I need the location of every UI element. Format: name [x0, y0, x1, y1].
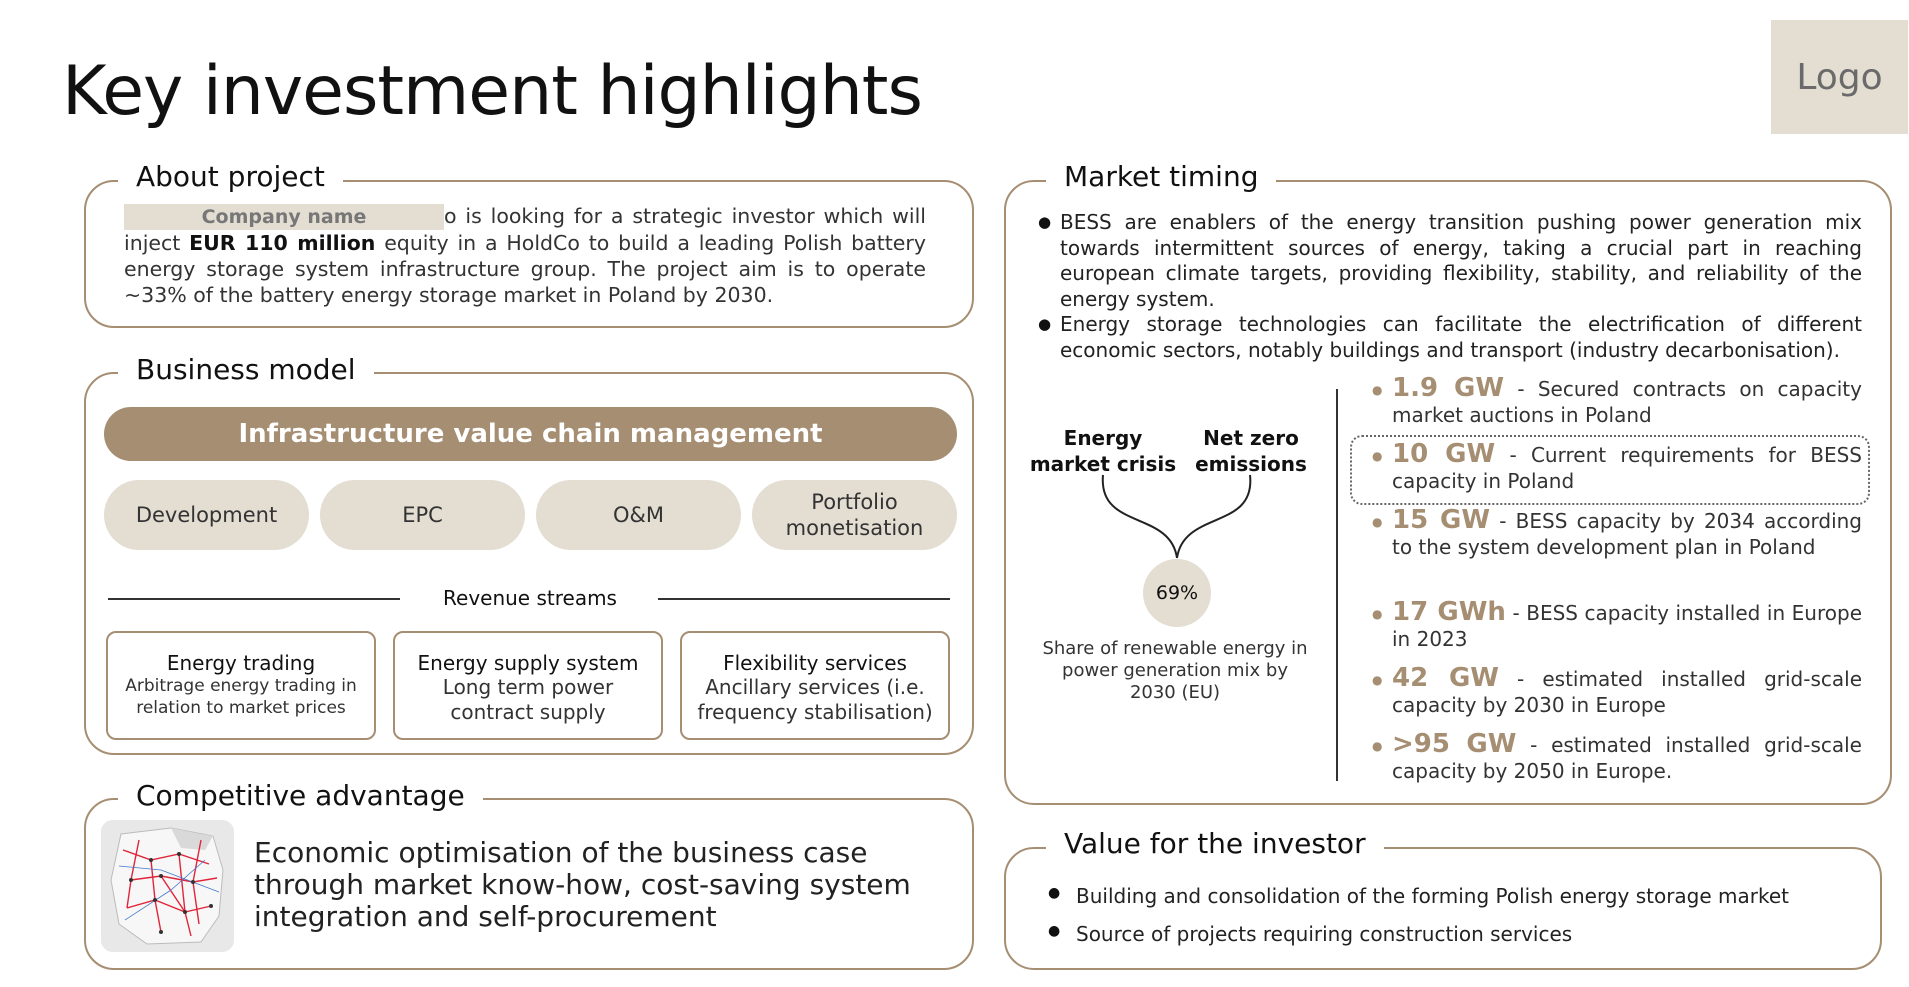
- stream-desc: Ancillary services (i.e. frequency stabi…: [697, 675, 933, 724]
- stat-text: - BESS capacity by 2034 according to the…: [1392, 509, 1863, 559]
- stat-text: - estimated installed grid-scale capacit…: [1392, 667, 1862, 717]
- revenue-divider-left: [108, 598, 400, 600]
- logo-placeholder: Logo: [1771, 20, 1908, 134]
- value-title: Value for the investor: [1046, 827, 1384, 861]
- pill-om: O&M: [536, 480, 741, 550]
- market-bullets: BESS are enablers of the energy transiti…: [1038, 210, 1862, 363]
- page-title: Key investment highlights: [62, 52, 923, 131]
- stat-item: 1.9 GW - Secured contracts on capacity m…: [1372, 375, 1862, 428]
- about-investment-amount: EUR 110 million: [189, 231, 376, 255]
- about-text-pre: o is looking for a strategic investor wh…: [124, 204, 926, 255]
- stat-item: >95 GW - estimated installed grid-scale …: [1372, 731, 1862, 784]
- value-chain-bar: Infrastructure value chain management: [104, 407, 957, 461]
- pill-development: Development: [104, 480, 309, 550]
- stream-title: Energy trading: [166, 651, 316, 675]
- stream-energy-supply: Energy supply system Long term power con…: [393, 631, 663, 740]
- map-icon: [101, 820, 234, 952]
- market-panel: [1004, 180, 1892, 805]
- net-zero-label: Net zero emissions: [1195, 426, 1307, 476]
- stat-value: 15 GW: [1392, 505, 1491, 535]
- stat-value: 1.9 GW: [1392, 373, 1505, 403]
- stat-text: - Current requirements for BESS capacity…: [1392, 443, 1862, 493]
- market-bullet: BESS are enablers of the energy transiti…: [1038, 210, 1862, 312]
- revenue-streams-label: Revenue streams: [443, 586, 617, 610]
- stream-desc: Long term power contract supply: [442, 675, 614, 724]
- competitive-panel: [84, 798, 974, 970]
- about-text-post: equity in a HoldCo to build a leading Po…: [124, 231, 926, 307]
- stream-title: Flexibility services: [723, 651, 907, 675]
- business-title: Business model: [118, 353, 374, 387]
- company-name-placeholder: Company name: [124, 204, 444, 230]
- renewable-share-circle: 69%: [1143, 559, 1211, 627]
- stream-desc: Arbitrage energy trading in relation to …: [125, 676, 357, 718]
- stat-text: - estimated installed grid-scale capacit…: [1392, 733, 1862, 783]
- business-panel: [84, 372, 974, 755]
- competitive-title: Competitive advantage: [118, 779, 483, 813]
- pill-portfolio-monetisation: Portfolio monetisation: [752, 480, 957, 550]
- market-title: Market timing: [1046, 160, 1277, 194]
- stream-energy-trading: Energy trading Arbitrage energy trading …: [106, 631, 376, 740]
- energy-crisis-label: Energy market crisis: [1029, 426, 1177, 476]
- value-item: Building and consolidation of the formin…: [1048, 884, 1789, 908]
- poland-grid-map: [101, 820, 234, 952]
- pill-epc: EPC: [320, 480, 525, 550]
- highlighted-stat-frame: [1350, 435, 1870, 505]
- stat-value: 42 GW: [1392, 663, 1499, 693]
- converging-lines: [1101, 474, 1252, 559]
- about-title: About project: [118, 160, 343, 194]
- stream-flexibility: Flexibility services Ancillary services …: [680, 631, 950, 740]
- stream-title: Energy supply system: [417, 651, 639, 675]
- market-bullet: Energy storage technologies can facilita…: [1038, 312, 1862, 363]
- stat-value: >95 GW: [1392, 729, 1517, 759]
- stat-value: 17 GWh: [1392, 597, 1506, 627]
- stat-value: 10 GW: [1392, 439, 1496, 469]
- stat-item: 15 GW - BESS capacity by 2034 according …: [1372, 507, 1862, 560]
- stat-text: - Secured contracts on capacity market a…: [1392, 377, 1862, 427]
- revenue-divider-right: [658, 598, 950, 600]
- stats-divider: [1336, 389, 1338, 781]
- value-panel: [1004, 847, 1882, 970]
- about-panel: [84, 180, 974, 328]
- renewable-share-text: Share of renewable energy in power gener…: [1042, 638, 1308, 703]
- stat-item: 42 GW - estimated installed grid-scale c…: [1372, 665, 1862, 718]
- competitive-text: Economic optimisation of the business ca…: [254, 836, 911, 933]
- stat-text: - BESS capacity installed in Europe in 2…: [1392, 601, 1862, 651]
- stat-item: 17 GWh - BESS capacity installed in Euro…: [1372, 599, 1862, 652]
- value-item: Source of projects requiring constructio…: [1048, 922, 1572, 946]
- stat-item: 10 GW - Current requirements for BESS ca…: [1372, 441, 1862, 494]
